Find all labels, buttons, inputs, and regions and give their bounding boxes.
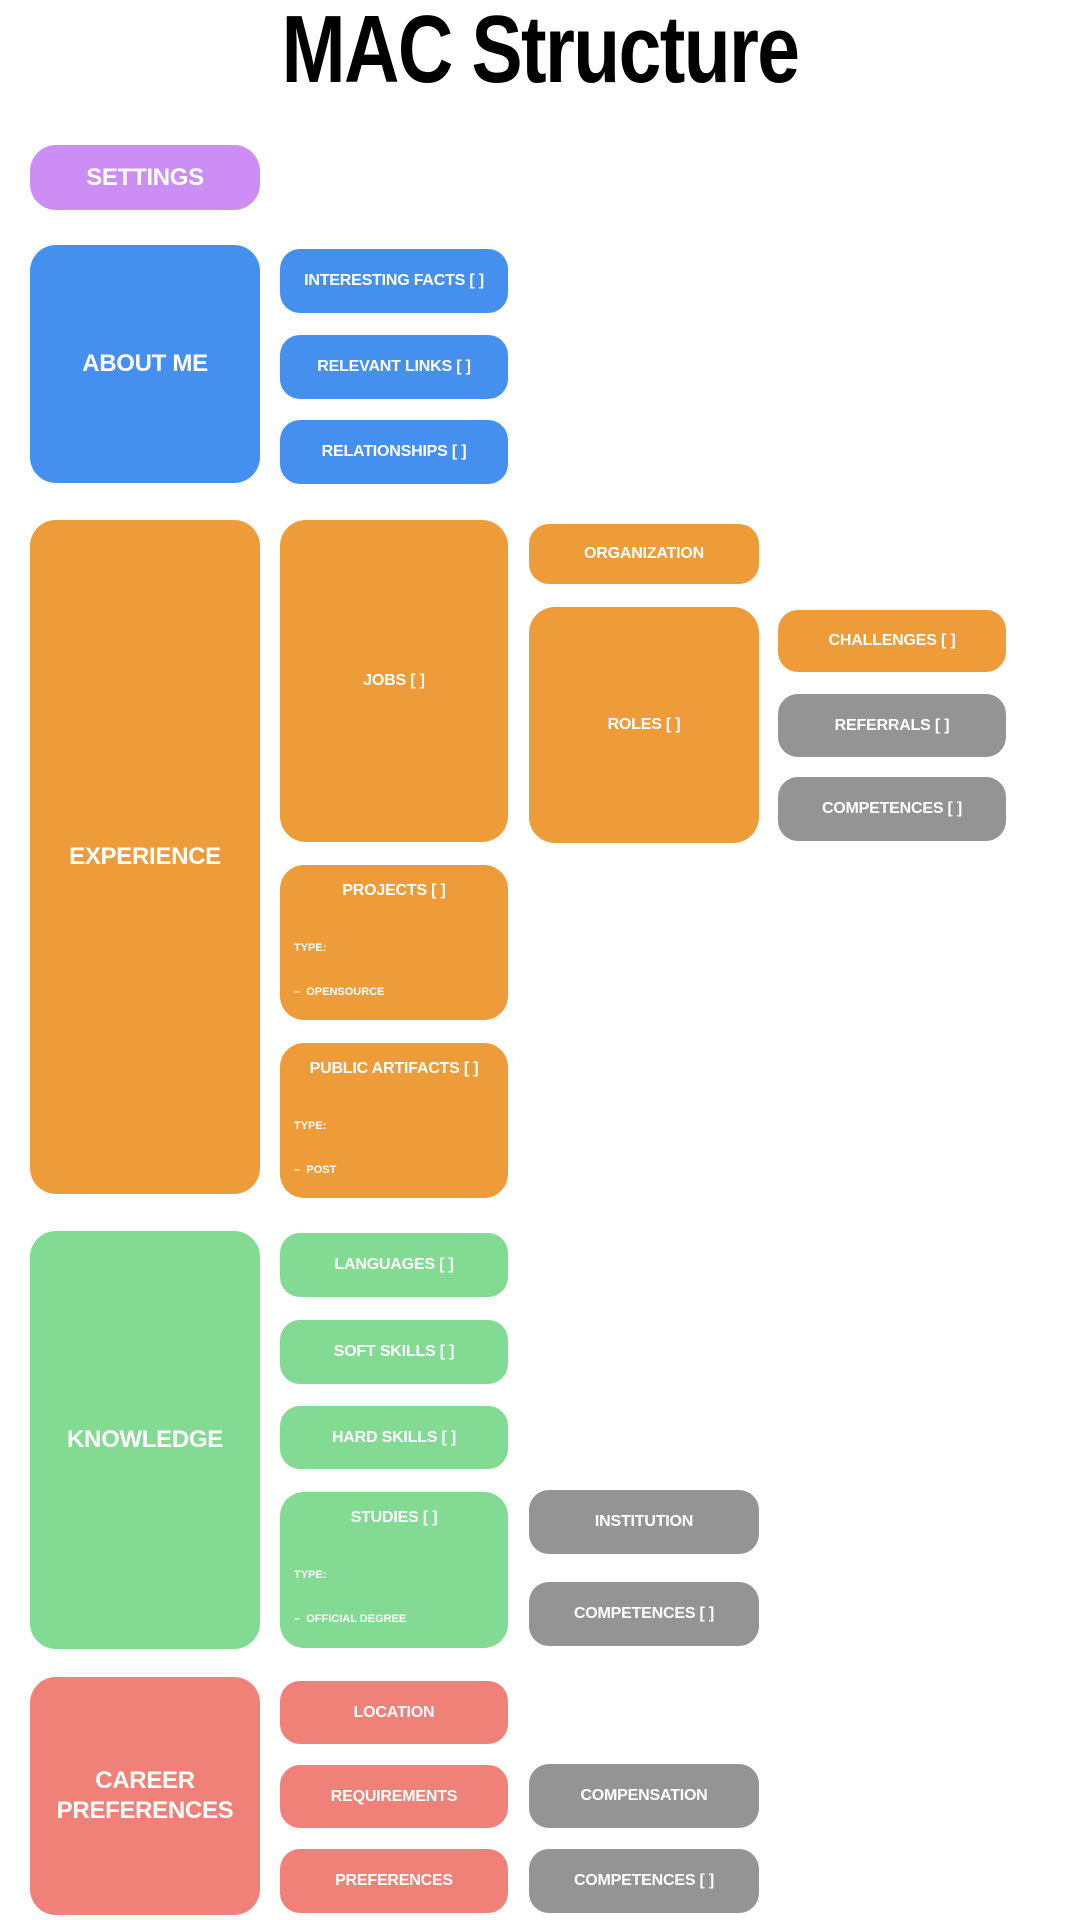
node-studies-competences-label: COMPETENCES [ ]	[573, 1605, 715, 1622]
type-label: TYPE:	[294, 1120, 327, 1132]
node-roles-competences: COMPETENCES [ ]	[778, 777, 1006, 841]
node-languages: LANGUAGES [ ]	[280, 1233, 508, 1297]
node-requirements: REQUIREMENTS	[280, 1765, 508, 1828]
node-location-label: LOCATION	[353, 1703, 435, 1721]
node-settings: SETTINGS	[30, 145, 260, 210]
node-studies-type-list: TYPE: – OFFICIAL DEGREE – CERTIFICATION …	[294, 1539, 494, 1786]
node-career-competences-label: COMPETENCES [ ]	[573, 1872, 715, 1889]
type-label: TYPE:	[294, 1569, 327, 1581]
node-experience: EXPERIENCE	[30, 520, 260, 1194]
node-hard-skills-label: HARD SKILLS [ ]	[331, 1428, 457, 1446]
node-institution: INSTITUTION	[529, 1490, 759, 1554]
node-public-artifacts-type-list: TYPE: – POST – ACHIEVEMENT – LAUNCH – ..…	[294, 1090, 494, 1337]
node-jobs-label: JOBS [ ]	[363, 672, 425, 689]
node-interesting-facts: INTERESTING FACTS [ ]	[280, 249, 508, 313]
node-roles-label: ROLES [ ]	[607, 716, 681, 733]
node-career-preferences-label: CAREER PREFERENCES	[56, 1767, 234, 1824]
node-settings-label: SETTINGS	[86, 163, 204, 191]
node-projects-label: PROJECTS [ ]	[342, 882, 446, 899]
type-item: – OPENSOURCE	[294, 985, 385, 998]
node-public-artifacts: PUBLIC ARTIFACTS [ ] TYPE: – POST – ACHI…	[280, 1043, 508, 1306]
node-preferences-label: PREFERENCES	[335, 1872, 453, 1889]
type-item: – POST	[294, 1163, 337, 1176]
node-soft-skills: SOFT SKILLS [ ]	[280, 1320, 508, 1384]
node-requirements-label: REQUIREMENTS	[330, 1787, 458, 1805]
type-item: – ...	[294, 1294, 316, 1306]
node-challenges-label: CHALLENGES [ ]	[828, 632, 956, 649]
node-organization: ORGANIZATION	[529, 524, 759, 584]
node-referrals-label: REFERRALS [ ]	[834, 716, 950, 734]
node-relevant-links-label: RELEVANT LINKS [ ]	[317, 358, 471, 375]
node-jobs: JOBS [ ]	[280, 520, 508, 842]
node-roles: ROLES [ ]	[529, 607, 759, 843]
node-hard-skills: HARD SKILLS [ ]	[280, 1406, 508, 1469]
node-projects: PROJECTS [ ] TYPE: – OPENSOURCE – SIDEPR…	[280, 865, 508, 1128]
type-item: – OFFICIAL DEGREE	[294, 1612, 407, 1625]
node-knowledge-label: KNOWLEDGE	[67, 1426, 223, 1453]
node-relevant-links: RELEVANT LINKS [ ]	[280, 335, 508, 399]
node-studies-label: STUDIES [ ]	[350, 1509, 438, 1526]
node-location: LOCATION	[280, 1681, 508, 1744]
node-institution-label: INSTITUTION	[594, 1513, 694, 1530]
node-compensation: COMPENSATION	[529, 1764, 759, 1828]
type-item: – CERTIFICATION	[294, 1656, 391, 1668]
node-studies-competences: COMPETENCES [ ]	[529, 1582, 759, 1646]
page-title: MAC Structure	[281, 0, 800, 103]
node-relationships: RELATIONSHIPS [ ]	[280, 420, 508, 484]
node-compensation-label: COMPENSATION	[580, 1787, 708, 1804]
node-soft-skills-label: SOFT SKILLS [ ]	[333, 1343, 455, 1360]
type-item: – SIDEPROJECT	[294, 1029, 384, 1041]
node-referrals: REFERRALS [ ]	[778, 694, 1006, 757]
node-public-artifacts-label: PUBLIC ARTIFACTS [ ]	[309, 1060, 479, 1077]
node-studies: STUDIES [ ] TYPE: – OFFICIAL DEGREE – CE…	[280, 1492, 508, 1755]
node-challenges: CHALLENGES [ ]	[778, 610, 1006, 672]
type-label: TYPE:	[294, 942, 327, 954]
node-roles-competences-label: COMPETENCES [ ]	[821, 800, 963, 817]
node-relationships-label: RELATIONSHIPS [ ]	[321, 443, 467, 460]
node-about-me: ABOUT ME	[30, 245, 260, 483]
type-item: – ...	[294, 1743, 316, 1755]
node-experience-label: EXPERIENCE	[69, 843, 221, 870]
node-about-me-label: ABOUT ME	[82, 350, 208, 377]
node-preferences: PREFERENCES	[280, 1849, 508, 1913]
node-interesting-facts-label: INTERESTING FACTS [ ]	[304, 272, 484, 289]
node-career-competences: COMPETENCES [ ]	[529, 1849, 759, 1913]
type-item: – ACHIEVEMENT	[294, 1207, 386, 1219]
node-career-preferences: CAREER PREFERENCES	[30, 1677, 260, 1915]
node-knowledge: KNOWLEDGE	[30, 1231, 260, 1649]
node-organization-label: ORGANIZATION	[584, 545, 704, 562]
node-languages-label: LANGUAGES [ ]	[334, 1256, 454, 1273]
